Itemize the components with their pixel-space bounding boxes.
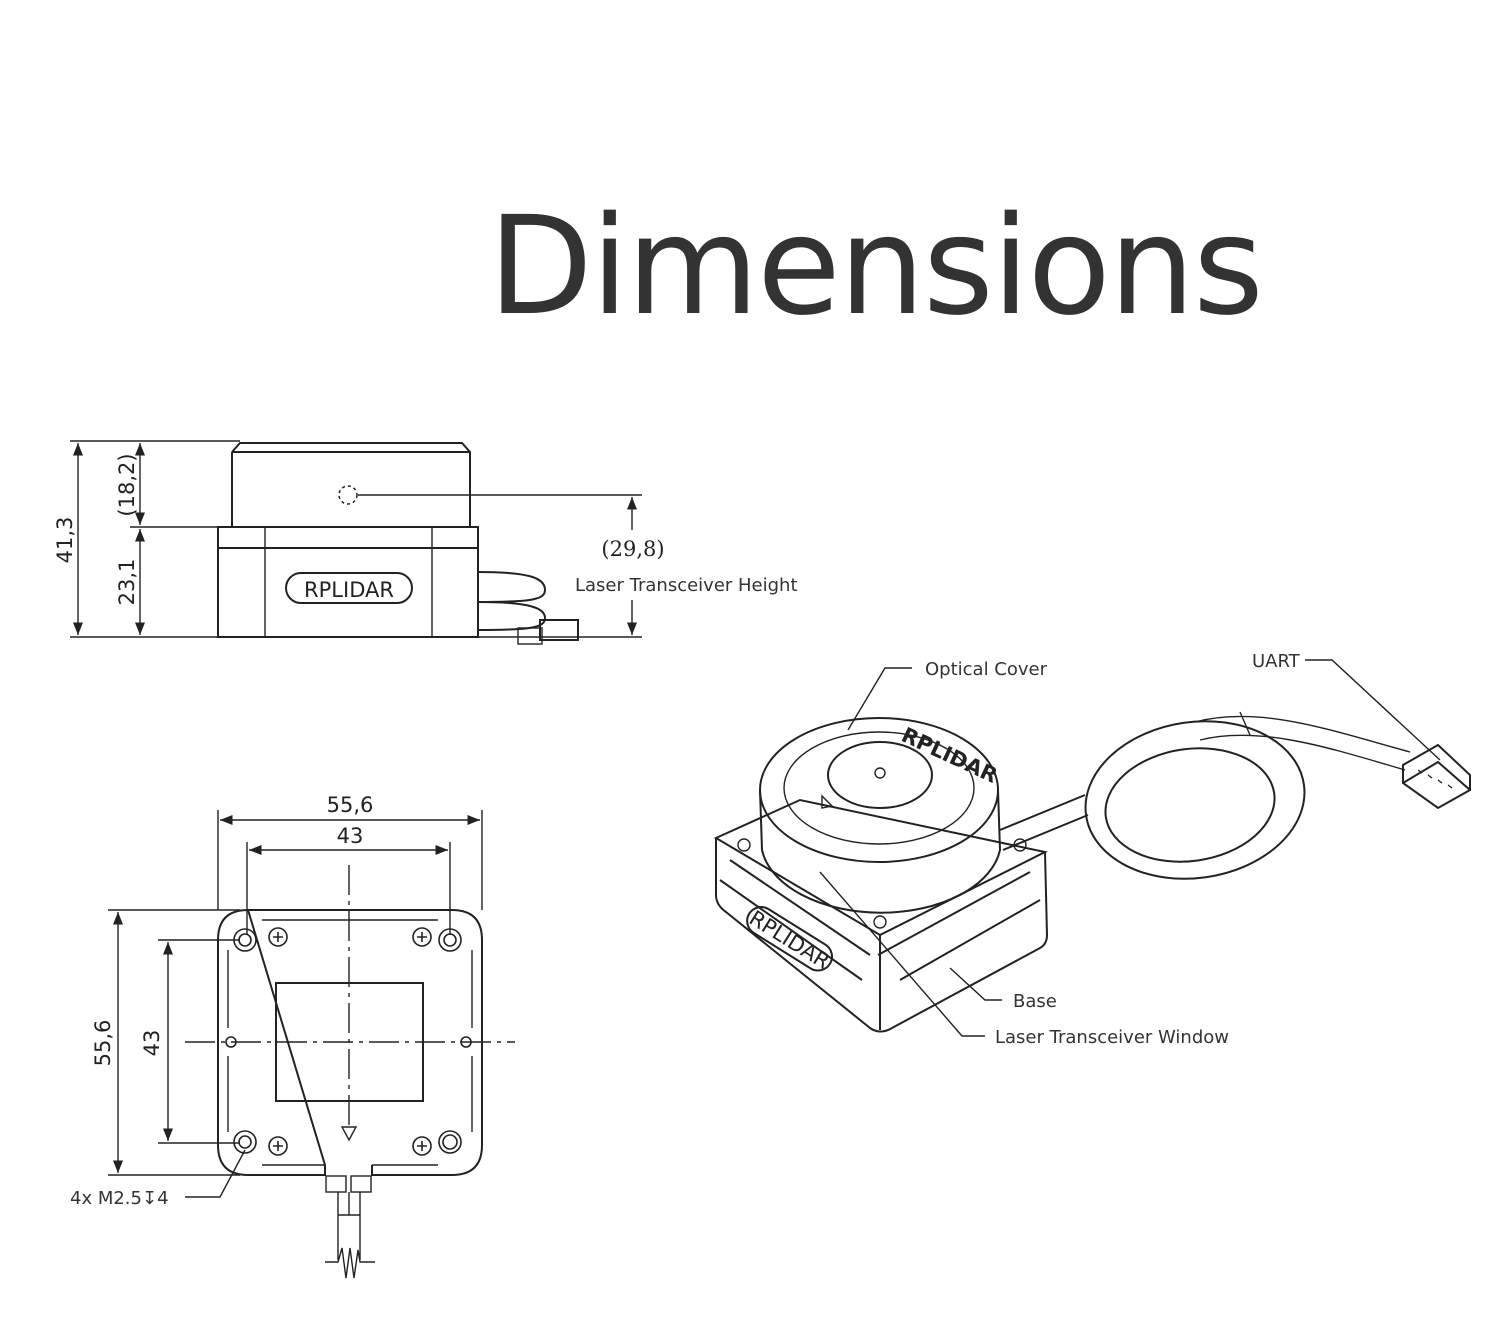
hole-spacing-y-dim: 43 <box>140 1030 164 1057</box>
bottom-view: 55,6 43 55,6 43 4x M2.5↧4 <box>70 793 515 1279</box>
uart-label: UART <box>1252 651 1301 672</box>
laser-window-label: Laser Transceiver Window <box>995 1027 1229 1048</box>
height-dim: 55,6 <box>91 1020 115 1067</box>
total-height-dim: 41,3 <box>53 517 77 564</box>
width-dim: 55,6 <box>327 793 374 817</box>
mount-hole-icon <box>238 1135 252 1149</box>
mount-hole-icon <box>442 1134 458 1150</box>
screw-note: 4x M2.5↧4 <box>70 1188 169 1209</box>
screw-icon <box>412 927 432 947</box>
side-view: RPLIDAR 41,3 (18,2) 23,1 (29,8) Laser Tr… <box>53 440 798 645</box>
screw-icon <box>268 1136 288 1156</box>
mount-hole-icon <box>238 933 252 947</box>
hole-spacing-x-dim: 43 <box>337 824 364 848</box>
side-logo: RPLIDAR <box>304 578 394 602</box>
base-label: Base <box>1013 991 1057 1012</box>
base-height-dim: 23,1 <box>115 559 139 606</box>
isometric-view: RPLIDAR RPLIDAR Optical Cover UART Base … <box>713 651 1471 1048</box>
laser-height-dim: (29,8) <box>601 537 664 561</box>
cover-height-dim: (18,2) <box>115 453 139 516</box>
laser-point-icon <box>338 485 358 505</box>
page-title: Dimensions <box>488 188 1264 346</box>
mount-hole-icon <box>443 933 457 947</box>
screw-icon <box>268 927 288 947</box>
laser-height-label: Laser Transceiver Height <box>575 575 798 596</box>
optical-cover-label: Optical Cover <box>925 659 1048 680</box>
screw-icon <box>412 1136 432 1156</box>
